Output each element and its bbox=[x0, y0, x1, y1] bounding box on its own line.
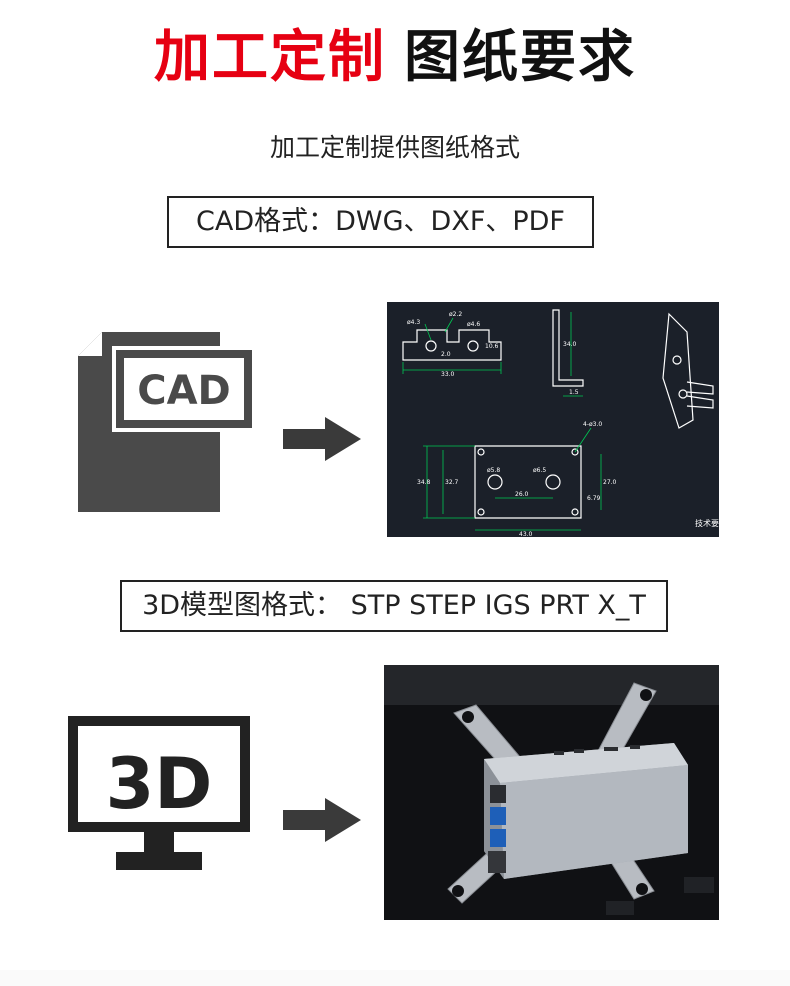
cad-file-icon: CAD bbox=[78, 332, 256, 512]
svg-text:10.6: 10.6 bbox=[485, 343, 499, 350]
3d-model-image bbox=[384, 665, 719, 920]
title-red: 加工定制 bbox=[154, 25, 386, 90]
title-black: 图纸要求 bbox=[404, 25, 636, 90]
svg-text:ø6.5: ø6.5 bbox=[533, 467, 546, 474]
page-title: 加工定制图纸要求 bbox=[0, 22, 790, 94]
svg-text:32.7: 32.7 bbox=[445, 479, 459, 486]
3d-icon-text: 3D bbox=[106, 743, 213, 825]
cad-format-label: CAD格式：DWG、DXF、PDF bbox=[167, 196, 594, 248]
3d-format-label: 3D模型图格式： STP STEP IGS PRT X_T bbox=[120, 580, 668, 632]
svg-text:6.79: 6.79 bbox=[587, 495, 601, 502]
svg-text:33.0: 33.0 bbox=[441, 371, 455, 378]
arrow-right-icon bbox=[283, 417, 361, 461]
svg-text:4-ø3.0: 4-ø3.0 bbox=[583, 421, 602, 428]
svg-text:ø4.3: ø4.3 bbox=[407, 319, 420, 326]
svg-text:43.0: 43.0 bbox=[519, 531, 533, 537]
svg-text:ø4.6: ø4.6 bbox=[467, 321, 480, 328]
svg-text:2.0: 2.0 bbox=[441, 351, 451, 358]
svg-text:27.0: 27.0 bbox=[603, 479, 617, 486]
svg-text:ø5.8: ø5.8 bbox=[487, 467, 500, 474]
svg-text:34.8: 34.8 bbox=[417, 479, 431, 486]
arrow-right-icon bbox=[283, 798, 361, 842]
svg-text:1.5: 1.5 bbox=[569, 389, 579, 396]
bottom-strip bbox=[0, 970, 790, 986]
svg-text:ø2.2: ø2.2 bbox=[449, 311, 462, 318]
3d-monitor-icon: 3D bbox=[68, 716, 250, 870]
cad-icon-text: CAD bbox=[137, 368, 231, 414]
svg-text:26.0: 26.0 bbox=[515, 491, 529, 498]
drawing-note: 技术要求 bbox=[695, 518, 719, 528]
page-subtitle: 加工定制提供图纸格式 bbox=[269, 133, 520, 162]
svg-text:34.0: 34.0 bbox=[563, 341, 577, 348]
cad-drawing-image: ø4.3 ø2.2 ø4.6 2.0 10.6 33.0 34.0 1.5 4-ø3.0 ø… bbox=[387, 302, 719, 537]
